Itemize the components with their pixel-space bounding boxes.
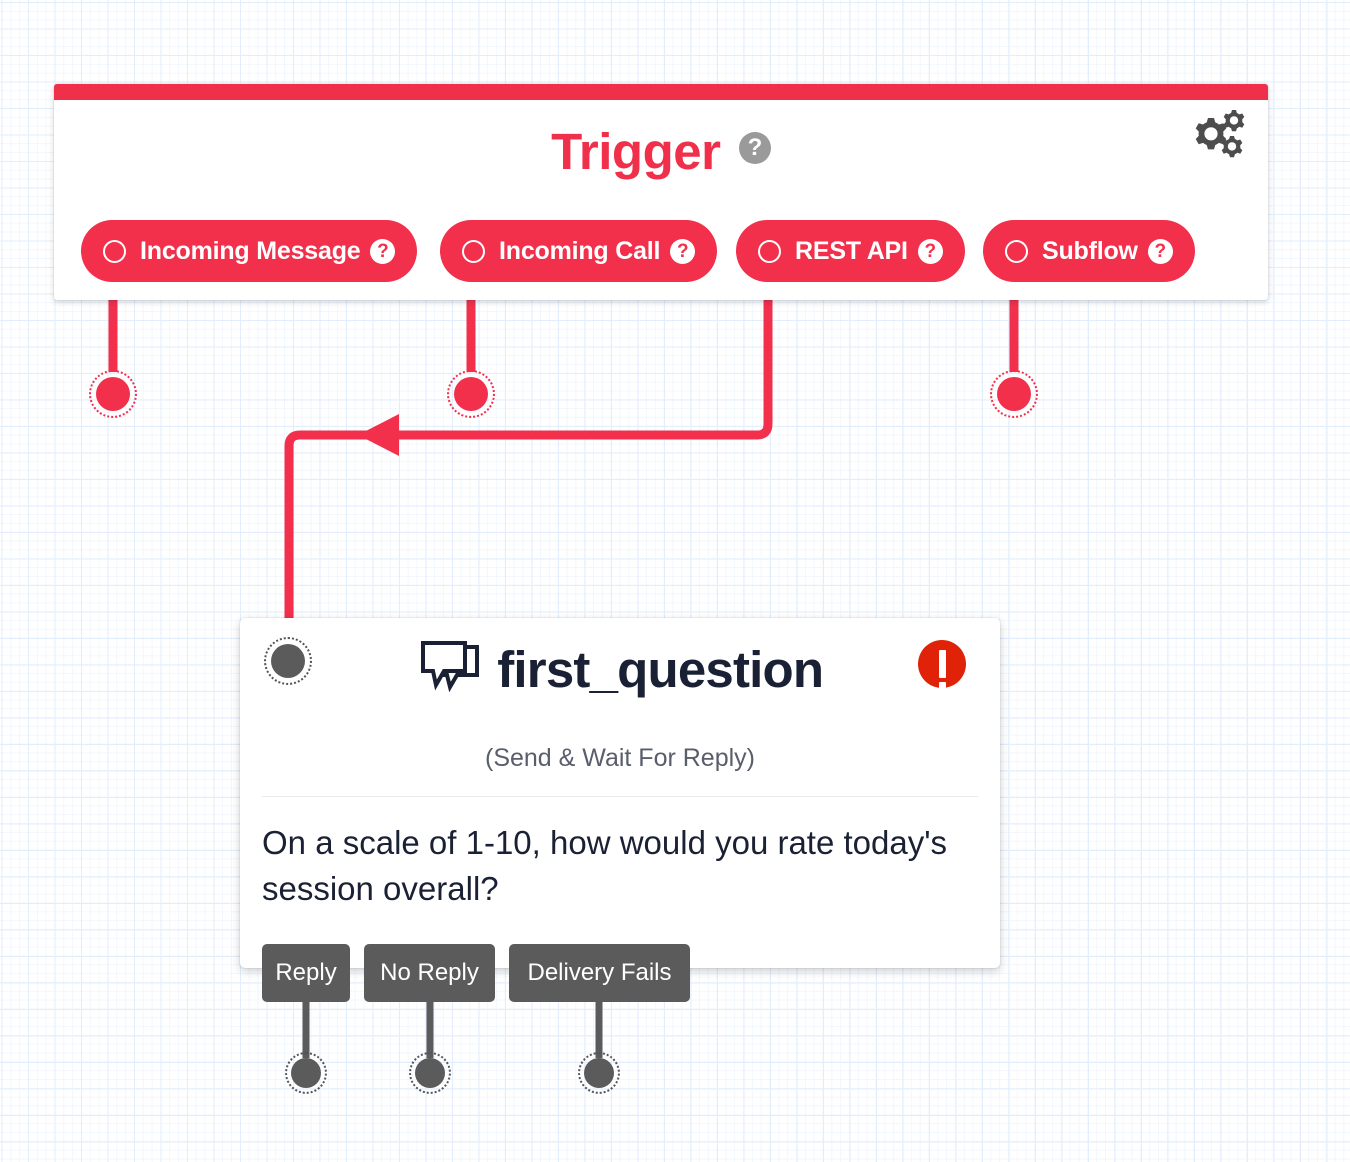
connector-dot-delivery-fails[interactable] (578, 1052, 620, 1094)
trigger-option-label: Subflow (1042, 236, 1138, 265)
trigger-option-incoming-call[interactable]: Incoming Call ? (440, 220, 718, 282)
node-output-label: Delivery Fails (527, 959, 672, 986)
radio-icon[interactable] (758, 239, 781, 263)
node-header: first_question (240, 640, 1000, 699)
question-mark-icon[interactable]: ? (670, 238, 696, 264)
node-card-first-question[interactable]: first_question (Send & Wait For Reply) O… (240, 618, 1000, 968)
node-output-no-reply[interactable]: No Reply (364, 944, 495, 1002)
question-mark-icon[interactable]: ? (370, 238, 396, 264)
node-message-text: On a scale of 1-10, how would you rate t… (262, 824, 948, 907)
exclamation-glyph (938, 650, 946, 689)
node-output-reply[interactable]: Reply (262, 944, 350, 1002)
gears-icon[interactable] (1188, 108, 1250, 166)
connector-dot-incoming-call[interactable] (447, 370, 495, 418)
connector-dot-subflow[interactable] (990, 370, 1038, 418)
radio-icon[interactable] (103, 239, 126, 263)
connector-dot-no-reply[interactable] (409, 1052, 451, 1094)
question-mark-icon[interactable]: ? (738, 131, 771, 164)
trigger-title-row: Trigger ? (54, 122, 1268, 181)
error-exclamation-icon[interactable] (918, 640, 966, 689)
trigger-option-label: Incoming Message (140, 236, 361, 265)
trigger-option-incoming-message[interactable]: Incoming Message ? (81, 220, 418, 282)
page-title: Trigger (551, 123, 721, 180)
connector-dot-reply[interactable] (285, 1052, 327, 1094)
node-output-label: No Reply (380, 959, 479, 986)
divider (262, 796, 978, 797)
speech-bubbles-icon (417, 640, 483, 695)
node-output-delivery-fails[interactable]: Delivery Fails (509, 944, 690, 1002)
radio-icon[interactable] (1005, 239, 1028, 263)
connector-dot-incoming-message[interactable] (89, 370, 137, 418)
node-title: first_question (497, 641, 824, 698)
question-mark-icon[interactable]: ? (1147, 238, 1173, 264)
trigger-option-rest-api[interactable]: REST API ? (736, 220, 965, 282)
trigger-option-subflow[interactable]: Subflow ? (983, 220, 1195, 282)
radio-icon[interactable] (462, 239, 485, 263)
node-output-label: Reply (275, 959, 337, 986)
node-input-connector-dot[interactable] (264, 637, 312, 685)
trigger-accent-bar (54, 84, 1268, 100)
node-subtitle: (Send & Wait For Reply) (485, 744, 755, 772)
trigger-option-label: Incoming Call (499, 236, 661, 265)
question-mark-icon[interactable]: ? (917, 238, 943, 264)
trigger-option-label: REST API (795, 236, 908, 265)
